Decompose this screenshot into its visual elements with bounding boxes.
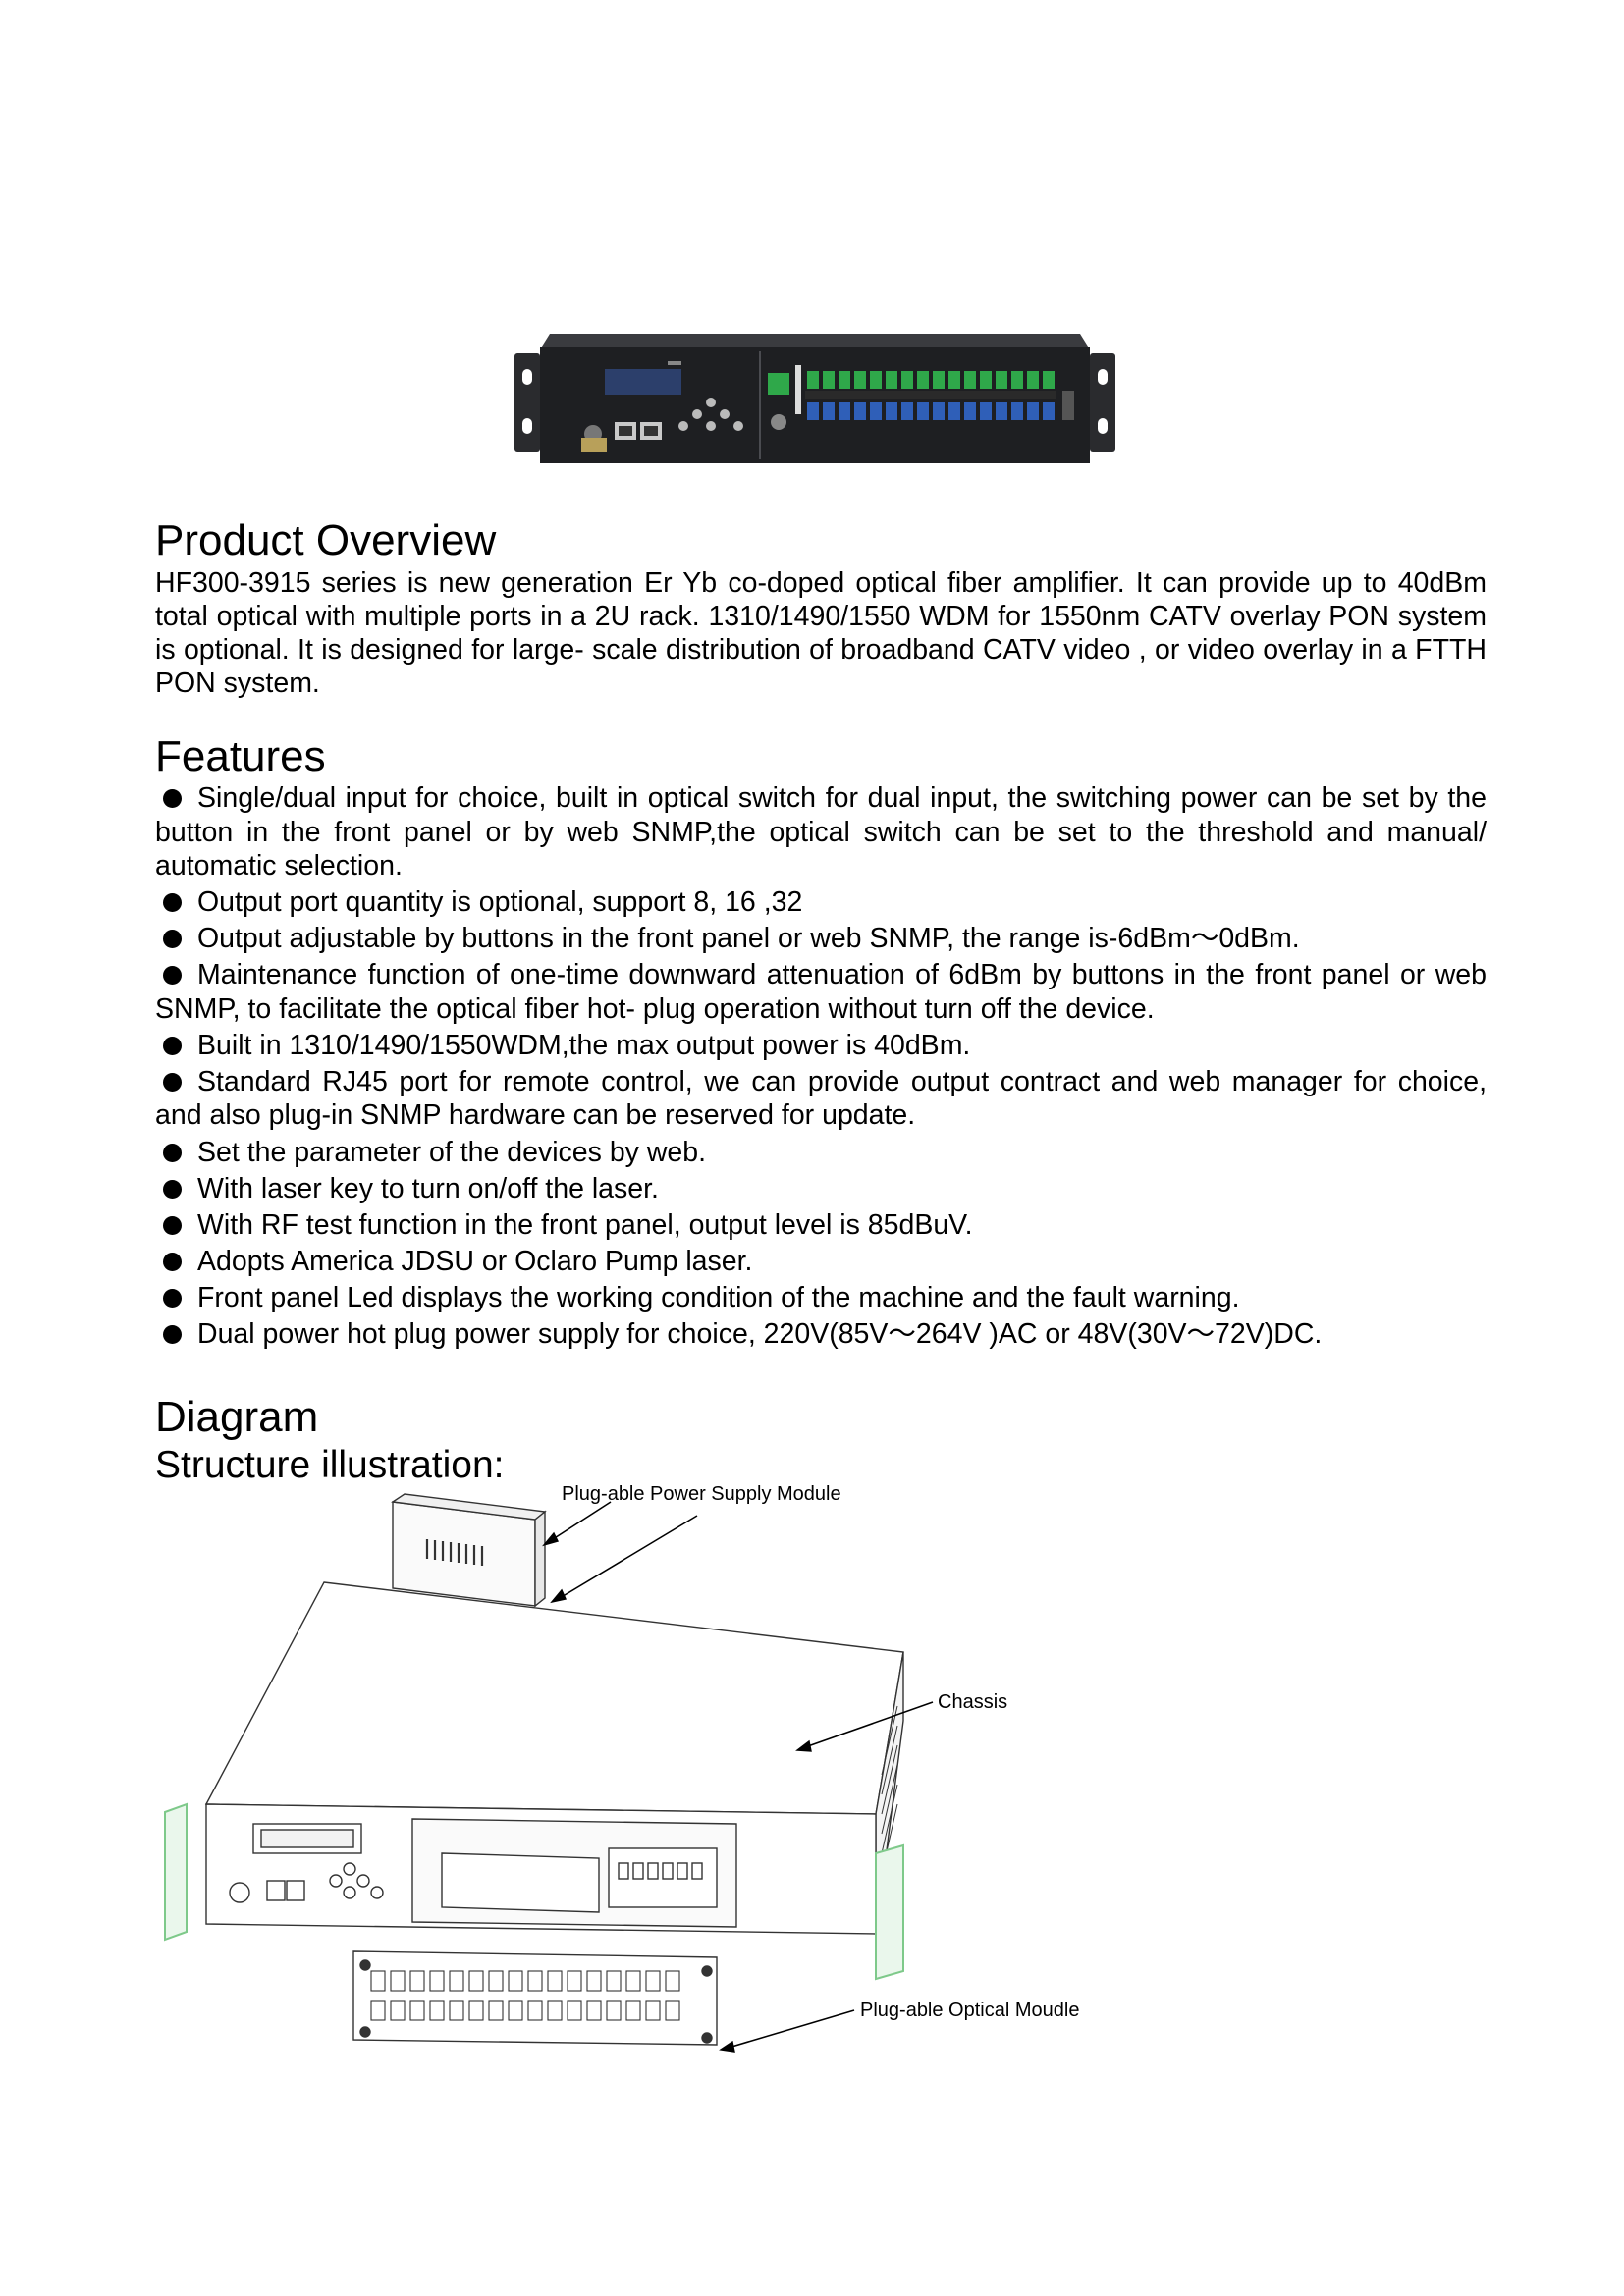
bullet-icon	[163, 1215, 182, 1235]
device-front-photo	[514, 334, 1115, 463]
feature-item: With RF test function in the front panel…	[155, 1208, 1487, 1243]
bullet-icon	[163, 893, 182, 913]
feature-item: Set the parameter of the devices by web.	[155, 1136, 1487, 1170]
feature-item: Output adjustable by buttons in the fron…	[155, 922, 1487, 956]
section-heading-features: Features	[155, 732, 326, 780]
feature-item: Dual power hot plug power supply for cho…	[155, 1317, 1487, 1352]
features-list: Single/dual input for choice, built in o…	[155, 781, 1487, 1354]
callout-power-supply-module: Plug-able Power Supply Module	[562, 1483, 841, 1505]
bullet-icon	[163, 1288, 182, 1308]
feature-item: Single/dual input for choice, built in o…	[155, 782, 1487, 881]
bullet-icon	[163, 1072, 182, 1092]
feature-item: With laser key to turn on/off the laser.	[155, 1172, 1487, 1206]
bullet-icon	[163, 930, 182, 949]
callout-optical-module: Plug-able Optical Moudle	[860, 2000, 1080, 2021]
feature-item: Built in 1310/1490/1550WDM,the max outpu…	[155, 1029, 1487, 1063]
section-heading-diagram: Diagram	[155, 1393, 319, 1441]
overview-paragraph: HF300-3915 series is new generation Er Y…	[155, 567, 1487, 699]
feature-item: Maintenance function of one-time downwar…	[155, 959, 1487, 1025]
feature-item: Adopts America JDSU or Oclaro Pump laser…	[155, 1245, 1487, 1279]
bullet-icon	[163, 1143, 182, 1162]
callout-chassis: Chassis	[938, 1691, 1008, 1713]
bullet-icon	[163, 788, 182, 808]
bullet-icon	[163, 1179, 182, 1199]
section-heading-product-overview: Product Overview	[155, 516, 497, 564]
bullet-icon	[163, 1036, 182, 1055]
feature-item: Output port quantity is optional, suppor…	[155, 885, 1487, 920]
feature-item: Front panel Led displays the working con…	[155, 1281, 1487, 1315]
bullet-icon	[163, 1325, 182, 1344]
subheading-structure-illustration: Structure illustration:	[155, 1444, 505, 1486]
bullet-icon	[163, 1252, 182, 1271]
structure-line-drawing	[164, 1493, 934, 2053]
feature-item: Standard RJ45 port for remote control, w…	[155, 1065, 1487, 1132]
bullet-icon	[163, 966, 182, 986]
